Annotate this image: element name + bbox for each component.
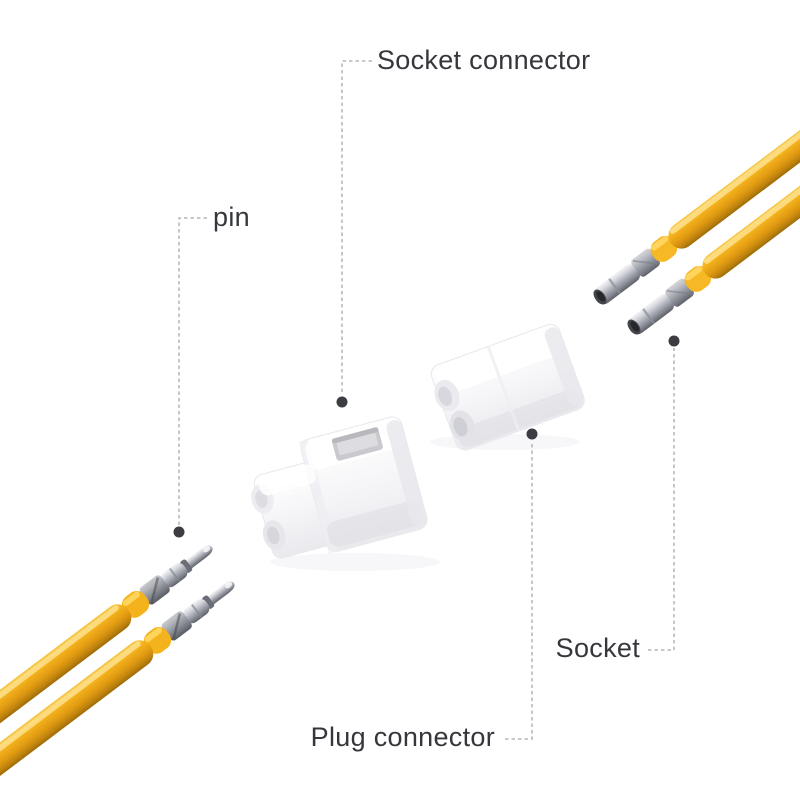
leader-dots xyxy=(173,335,680,538)
socket-terminal-wire-upper xyxy=(587,15,800,312)
socket-connector-dot xyxy=(336,396,348,408)
label-socket: Socket xyxy=(555,633,640,663)
leader-socket-connector xyxy=(341,60,372,395)
plug-connector-housing xyxy=(430,323,585,451)
label-socket-connector: Socket connector xyxy=(377,45,591,75)
leader-lines xyxy=(178,60,675,740)
latch-slot xyxy=(331,427,383,461)
leader-plug-connector xyxy=(505,441,533,740)
leader-socket xyxy=(648,348,675,651)
label-plug-connector: Plug connector xyxy=(310,722,495,752)
socket-dot xyxy=(668,335,680,347)
leader-pin xyxy=(178,217,207,525)
label-pin: pin xyxy=(213,202,250,232)
plug-connector-dot xyxy=(526,428,538,440)
socket-terminal-wire-lower xyxy=(621,45,800,342)
pin-dot xyxy=(173,526,185,538)
socket-connector-housing xyxy=(251,416,428,559)
